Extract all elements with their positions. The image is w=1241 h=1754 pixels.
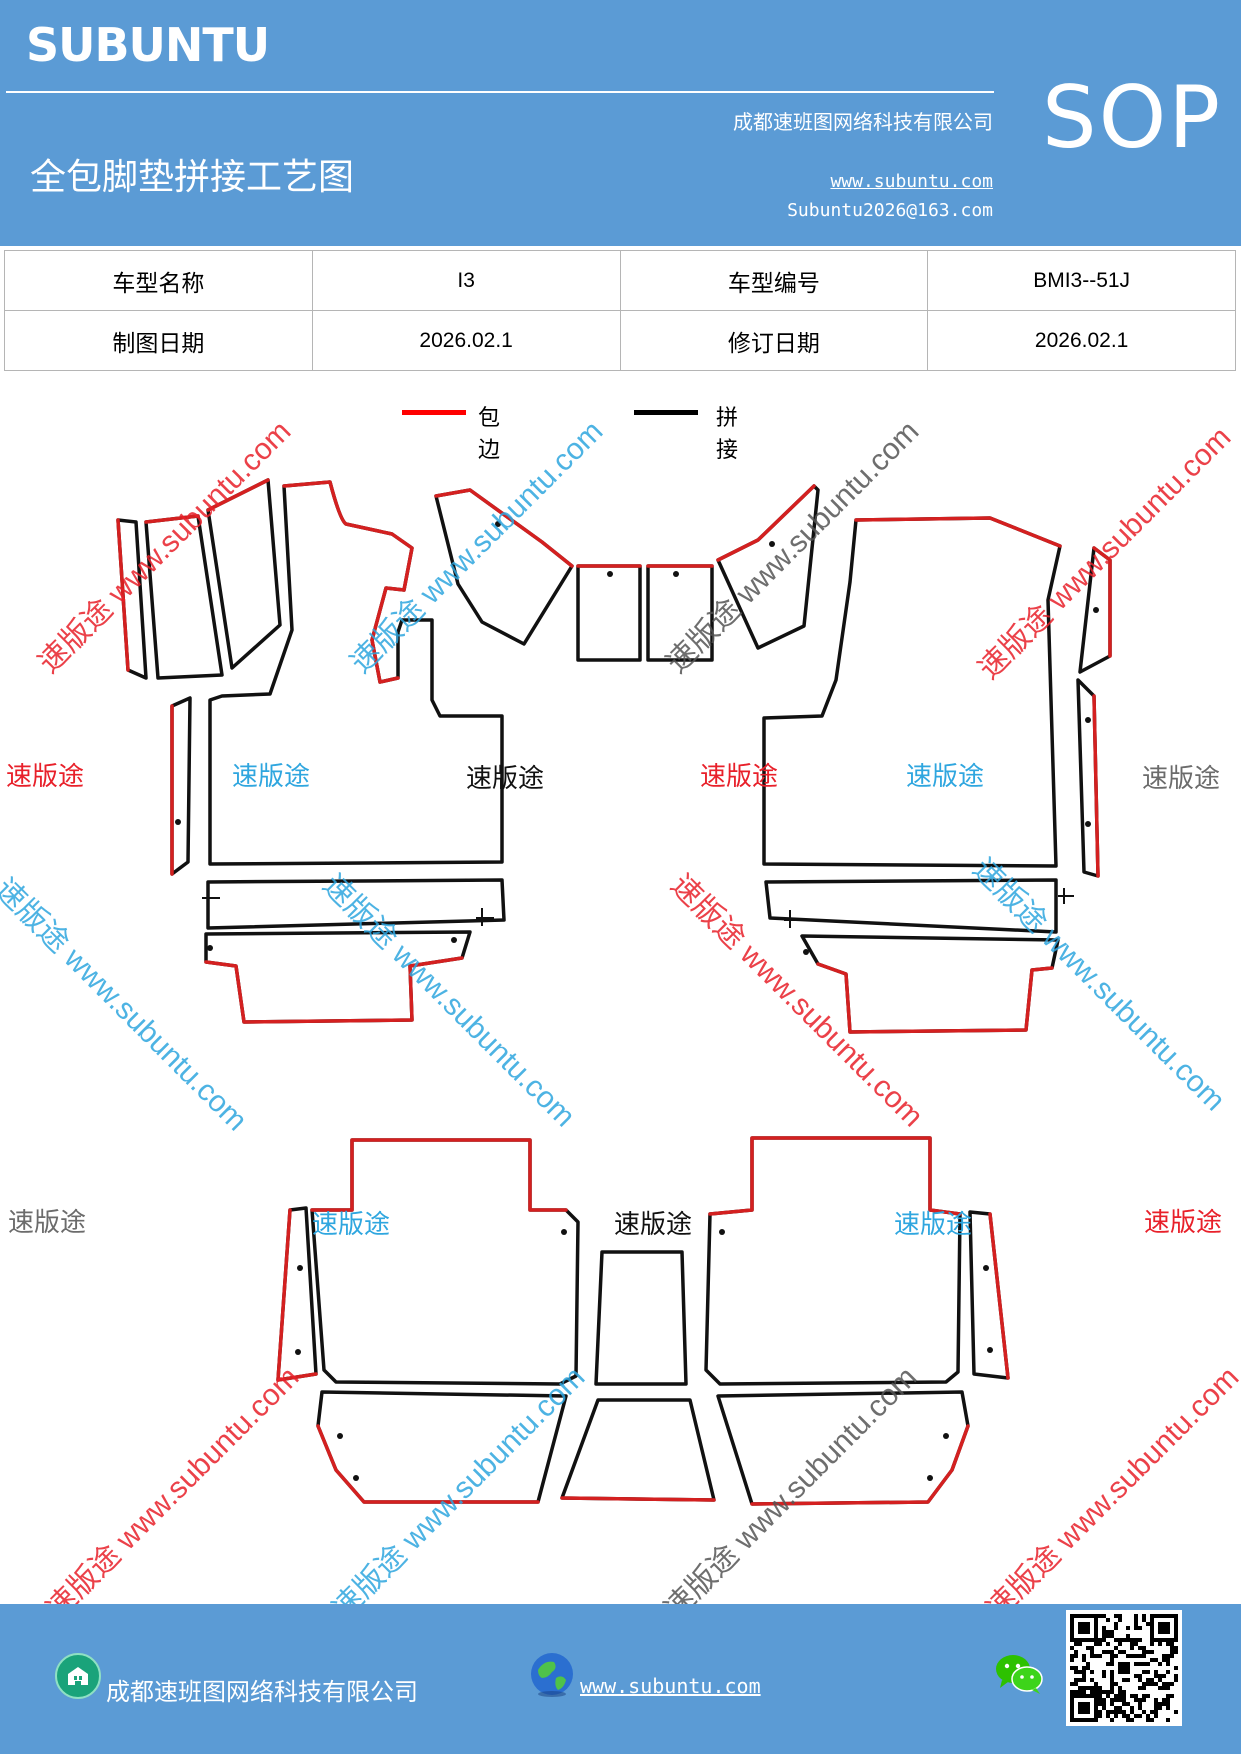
piece-r-right-lower-edge	[750, 1424, 970, 1506]
floor-mat-splice-diagram	[116, 478, 1112, 1506]
model-name-label: 车型名称	[4, 250, 313, 311]
piece-r-right-main	[704, 1136, 962, 1386]
header-company: 成都速班图网络科技有限公司	[733, 110, 993, 134]
building-icon	[55, 1653, 101, 1699]
header-website-link[interactable]: www.subuntu.com	[830, 171, 993, 192]
piece-fl-bottom-edge	[204, 956, 464, 1024]
watermark: 速版途	[232, 762, 311, 792]
model-code-label: 车型编号	[619, 250, 929, 311]
header-bar	[0, 0, 1241, 246]
model-name-value: I3	[311, 250, 621, 311]
watermark: 速版途	[312, 1210, 391, 1240]
piece-fc-left-flap-edge	[434, 488, 574, 568]
rear-mat	[276, 1136, 1010, 1506]
watermark: 速版途	[700, 762, 779, 792]
watermark: 速版途	[8, 1208, 87, 1238]
front-right-mat	[762, 516, 1112, 1034]
header-divider	[6, 91, 994, 93]
wechat-icon	[996, 1655, 1043, 1694]
piece-fr-side-top-edge	[1092, 546, 1112, 658]
piece-r-left-main-edge	[310, 1138, 568, 1212]
piece-r-center-lower	[560, 1398, 716, 1502]
piece-fl-strip-outer-edge	[116, 518, 130, 672]
watermark: 速版途	[1144, 1208, 1223, 1238]
table-row: 车型名称 I3 车型编号 BMI3--51J	[4, 250, 1236, 311]
piece-r-left-side-edge	[276, 1208, 318, 1382]
piece-r-center-lower-edge	[560, 1496, 716, 1502]
watermark: 速版途	[614, 1210, 693, 1240]
mount-holes	[175, 521, 1099, 1481]
legend-splice-swatch	[634, 410, 698, 415]
piece-r-right-side	[968, 1210, 1010, 1380]
piece-fr-main-edge	[854, 516, 1062, 548]
revise-date-value: 2026.02.1	[927, 310, 1236, 371]
info-table: 车型名称 I3 车型编号 BMI3--51J 制图日期 2026.02.1 修订…	[4, 250, 1236, 371]
watermark: 速版途	[894, 1210, 973, 1240]
watermark: 速版途	[466, 764, 545, 794]
watermark: 速版途	[6, 762, 85, 792]
piece-fr-bottom-edge	[816, 962, 1054, 1034]
draw-date-value: 2026.02.1	[311, 310, 621, 371]
piece-fl-panel-1-edge	[144, 514, 200, 524]
piece-r-center	[594, 1250, 688, 1386]
legend-splice-label: 拼接	[716, 406, 739, 463]
splice-marks	[202, 888, 1074, 928]
piece-fl-heel-bar	[206, 878, 506, 930]
piece-fl-main-edge	[282, 480, 414, 684]
revise-date-label: 修订日期	[619, 310, 929, 371]
piece-r-right-side-edge	[988, 1212, 1010, 1380]
piece-fc-right-flap-edge	[716, 484, 816, 562]
header-email[interactable]: Subuntu2026@163.com	[787, 200, 993, 221]
sop-label: SOP	[1042, 68, 1223, 168]
brand-logo-text: SUBUNTU	[26, 18, 270, 72]
piece-r-right-main-edge	[708, 1136, 962, 1216]
draw-date-label: 制图日期	[4, 310, 313, 371]
watermark: 速版途	[906, 762, 985, 792]
piece-fl-side	[170, 696, 192, 876]
globe-icon	[531, 1653, 573, 1697]
piece-fr-side-edge	[1092, 694, 1100, 878]
footer-website-link[interactable]: www.subuntu.com	[580, 1674, 761, 1698]
legend-edge-label: 包边	[478, 406, 501, 463]
piece-fl-panel-2-edge	[206, 478, 270, 512]
watermark: 速版途	[1142, 764, 1221, 794]
footer-company: 成都速班图网络科技有限公司	[106, 1678, 418, 1706]
table-row: 制图日期 2026.02.1 修订日期 2026.02.1	[4, 310, 1236, 371]
qr-code[interactable]	[1066, 1610, 1182, 1726]
legend-edge-swatch	[402, 410, 466, 415]
front-left-mat	[116, 478, 506, 1024]
piece-fr-heel-bar	[764, 878, 1058, 934]
front-center-mat	[434, 484, 820, 662]
piece-r-left-lower-edge	[316, 1424, 540, 1504]
page-title: 全包脚垫拼接工艺图	[30, 157, 355, 198]
model-code-value: BMI3--51J	[927, 250, 1236, 311]
piece-fc-center-left	[576, 564, 642, 662]
